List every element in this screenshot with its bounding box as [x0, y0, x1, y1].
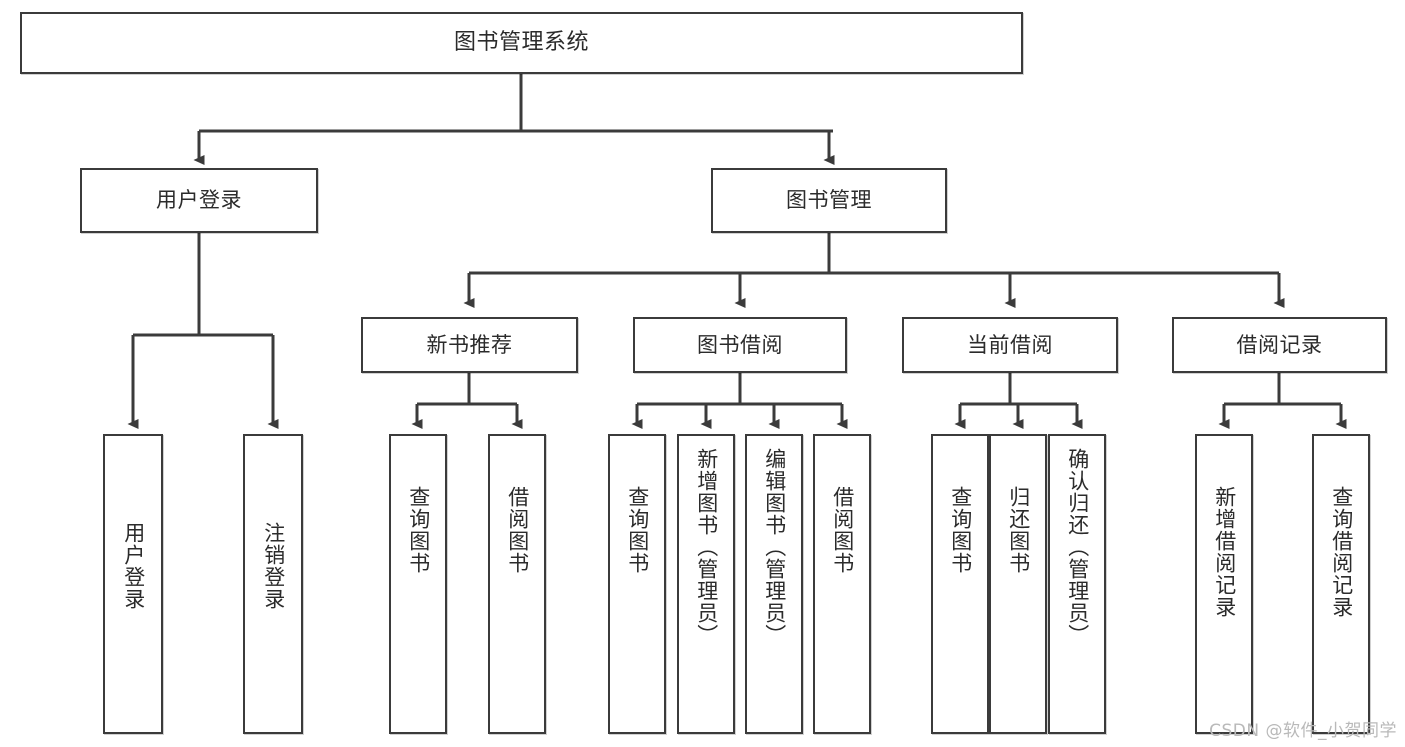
node-label: 归还图书 — [1006, 486, 1031, 574]
leaf-query-book-recommend[interactable]: 查询图书 — [389, 434, 447, 734]
node-label: 当前借阅 — [967, 332, 1053, 357]
node-label: 图书管理 — [786, 188, 872, 213]
node-user-login[interactable]: 用户登录 — [80, 168, 318, 233]
node-label: 借阅图书 — [830, 486, 855, 574]
node-root-system[interactable]: 图书管理系统 — [20, 12, 1023, 74]
node-current-borrow[interactable]: 当前借阅 — [902, 317, 1118, 373]
leaf-return-book[interactable]: 归还图书 — [989, 434, 1047, 734]
node-label: 用户登录 — [156, 188, 242, 213]
watermark-text: CSDN @软件_小贺同学 — [1209, 721, 1397, 741]
node-label: 用户登录 — [121, 522, 146, 610]
node-label: 注销登录 — [261, 522, 286, 610]
leaf-query-borrow-record[interactable]: 查询借阅记录 — [1312, 434, 1370, 734]
node-label: 确认归还（管理员） — [1065, 448, 1090, 646]
node-label: 查询借阅记录 — [1329, 486, 1354, 618]
leaf-logout[interactable]: 注销登录 — [243, 434, 303, 734]
leaf-add-borrow-record[interactable]: 新增借阅记录 — [1195, 434, 1253, 734]
node-label: 借阅记录 — [1236, 332, 1323, 357]
node-label: 新增借阅记录 — [1212, 486, 1237, 618]
leaf-borrow-book-recommend[interactable]: 借阅图书 — [488, 434, 546, 734]
node-label: 查询图书 — [948, 486, 973, 574]
node-label: 新增图书（管理员） — [694, 448, 719, 646]
node-label: 新书推荐 — [426, 332, 513, 357]
leaf-add-book-admin[interactable]: 新增图书（管理员） — [677, 434, 735, 734]
node-label: 图书管理系统 — [453, 30, 589, 56]
node-new-book-recommend[interactable]: 新书推荐 — [361, 317, 578, 373]
node-borrow-record[interactable]: 借阅记录 — [1172, 317, 1387, 373]
leaf-confirm-return-admin[interactable]: 确认归还（管理员） — [1048, 434, 1106, 734]
node-label: 图书借阅 — [697, 332, 783, 357]
node-book-management[interactable]: 图书管理 — [711, 168, 947, 233]
leaf-borrow-book[interactable]: 借阅图书 — [813, 434, 871, 734]
leaf-query-book-borrow[interactable]: 查询图书 — [608, 434, 666, 734]
node-label: 借阅图书 — [505, 486, 530, 574]
node-label: 查询图书 — [406, 486, 431, 574]
node-label: 编辑图书（管理员） — [762, 448, 787, 646]
leaf-query-book-current[interactable]: 查询图书 — [931, 434, 989, 734]
node-book-borrow[interactable]: 图书借阅 — [633, 317, 847, 373]
node-label: 查询图书 — [625, 486, 650, 574]
leaf-user-login[interactable]: 用户登录 — [103, 434, 163, 734]
leaf-edit-book-admin[interactable]: 编辑图书（管理员） — [745, 434, 803, 734]
